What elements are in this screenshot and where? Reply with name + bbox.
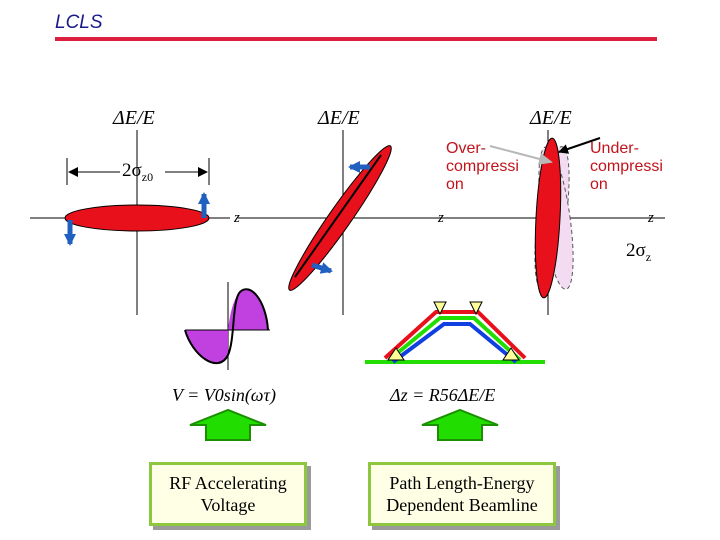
header-title: LCLS (55, 12, 103, 33)
initial-width-label: 2σz0 (122, 160, 154, 184)
sine-fill-low (185, 330, 228, 364)
panel-initial (30, 130, 230, 315)
panel1-xlabel: z (234, 210, 240, 226)
beamline-box: Path Length-Energy Dependent Beamline (368, 462, 556, 526)
bunch-compressed (534, 137, 562, 299)
path-formula: Δz = R56ΔE/E (390, 385, 496, 405)
panel2-ylabel: ΔE/E (318, 107, 360, 129)
panel2-xlabel: z (438, 210, 444, 226)
compressed-width-label: 2σz (626, 240, 652, 264)
panel3-ylabel: ΔE/E (530, 107, 572, 129)
right-arrow-icon (311, 262, 333, 274)
bunch-chirped (288, 145, 392, 291)
path-nominal (387, 316, 522, 362)
dipole-1 (387, 347, 405, 361)
path-low-energy (391, 322, 518, 364)
rf-accelerating-box: RF Accelerating Voltage (149, 462, 307, 526)
panel-chirped (238, 130, 448, 315)
dipole-4 (502, 347, 520, 361)
chicane (365, 301, 545, 364)
dipole-3 (469, 301, 483, 316)
sine-curve (184, 288, 269, 365)
header-rule (55, 37, 657, 41)
under-pointer (558, 137, 601, 154)
dipole-2 (433, 301, 447, 316)
over-pointer (489, 145, 553, 165)
panel1-ylabel: ΔE/E (113, 107, 155, 129)
green-up-arrow-icon-2 (421, 408, 499, 441)
sine-plot (184, 282, 270, 370)
panel-compressed (445, 130, 665, 315)
over-compression-label: Over-compressi on (446, 140, 519, 193)
green-up-arrow-icon-1 (189, 408, 267, 441)
sine-fill-high (228, 289, 268, 330)
bunch-initial (64, 204, 210, 232)
panel3-xlabel: z (648, 210, 654, 226)
under-compression-label: Under-compressi on (590, 140, 663, 193)
path-high-energy (383, 310, 527, 360)
rf-formula: V = V0sin(ωτ) (172, 385, 276, 405)
